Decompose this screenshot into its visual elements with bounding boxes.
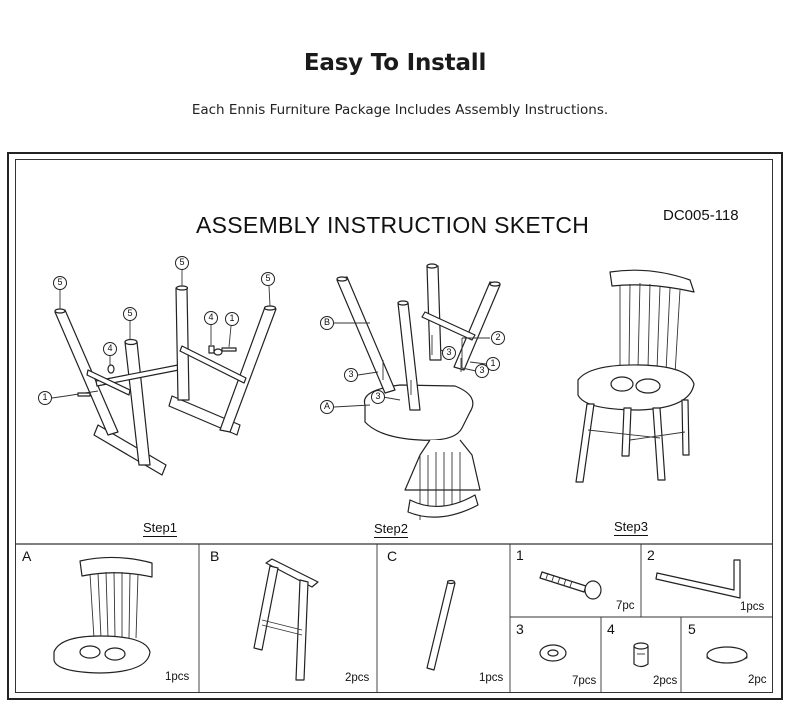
part-2-id: 2 [647,547,655,563]
part-5-id: 5 [688,621,696,637]
part-a-drawing [53,556,153,674]
part-5-qty: 2pc [748,674,767,686]
part-2-drawing [655,559,741,599]
step2-label: Step2 [374,521,408,538]
part-5-drawing [706,646,748,664]
instruction-frame-inner [15,159,773,693]
part-3-qty: 7pcs [572,675,597,687]
part-2-qty: 1pcs [740,601,765,613]
step3-illustration [575,269,695,483]
part-3-id: 3 [516,621,524,637]
part-a-id: A [22,548,32,564]
part-3-drawing [539,644,567,662]
part-1-drawing [539,571,602,600]
part-1-id: 1 [516,547,524,563]
part-b-id: B [210,548,220,564]
step1-illustration [51,270,277,476]
page-title: Easy To Install [303,50,487,76]
part-1-qty: 7pc [616,600,635,612]
part-b-drawing [253,558,319,681]
part-c-drawing [426,579,456,671]
instruction-frame-outer [7,152,783,700]
callout-circles [38,256,505,414]
parts-grid [15,543,773,693]
part-b-qty: 2pcs [345,672,370,684]
part-c-qty: 1pcs [479,672,504,684]
part-4-id: 4 [607,621,615,637]
step2-illustration [333,263,501,520]
step1-label: Step1 [143,520,177,537]
step3-label: Step3 [614,519,648,536]
part-4-qty: 2pcs [653,675,678,687]
part-a-qty: 1pcs [165,671,190,683]
model-code: DC005-118 [663,207,739,224]
page-subtitle: Each Ennis Furniture Package Includes As… [191,102,609,118]
part-c-id: C [387,548,398,564]
part-4-drawing [633,642,649,668]
sketch-title: ASSEMBLY INSTRUCTION SKETCH [196,212,590,238]
